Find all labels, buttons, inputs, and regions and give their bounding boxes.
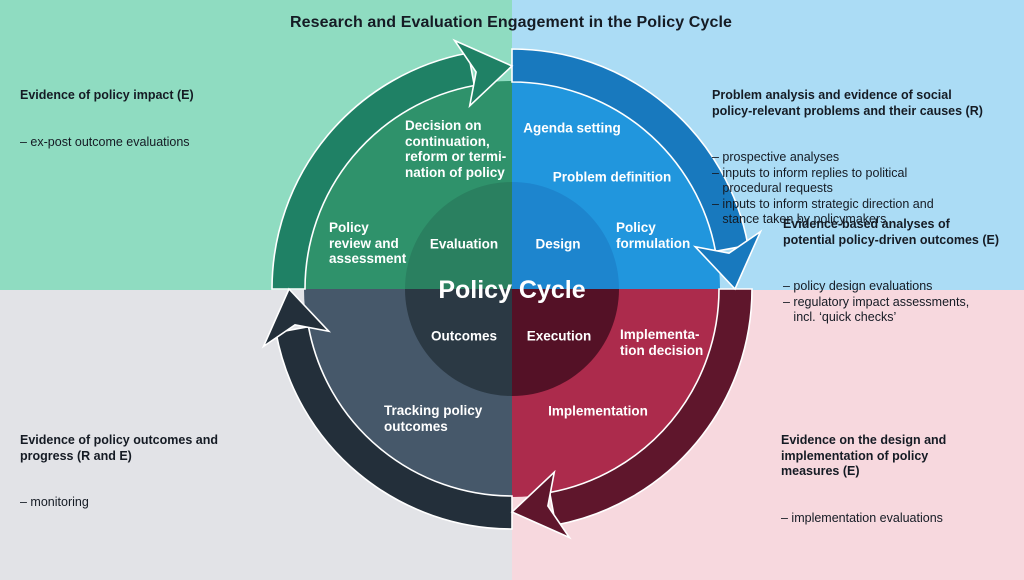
ring-label-policy-review: Policy review and assessment	[329, 220, 407, 266]
core-quadrant-design	[512, 182, 619, 289]
arrowhead-top-clockwise	[452, 38, 514, 109]
annotation-top-right-evidence: Evidence-based analyses of potential pol…	[783, 186, 999, 357]
annotation-top-right-problem-heading: Problem analysis and evidence of social …	[712, 88, 983, 118]
annotation-bottom-right-body: – implementation evaluations	[781, 510, 943, 525]
ring-label-agenda-setting: Agenda setting	[523, 120, 621, 136]
core-label-execution: Execution	[526, 328, 592, 344]
annotation-top-left-heading: Evidence of policy impact (E)	[20, 88, 194, 102]
annotation-top-right-evidence-heading: Evidence-based analyses of potential pol…	[783, 217, 999, 247]
ring-label-implementation: Implementation	[548, 403, 648, 419]
arrowhead-left-clockwise	[261, 287, 332, 349]
ring-label-problem-definition: Problem definition	[552, 169, 672, 185]
annotation-bottom-left-body: – monitoring	[20, 495, 89, 509]
ring-label-decision: Decision on continuation, reform or term…	[405, 118, 507, 180]
core-quadrant-outcomes	[405, 289, 512, 396]
diagram-title: Research and Evaluation Engagement in th…	[290, 14, 732, 31]
annotation-bottom-left-heading: Evidence of policy outcomes and progress…	[20, 433, 218, 463]
arrowhead-right-clockwise	[692, 229, 763, 291]
annotation-bottom-right-heading: Evidence on the design and implementatio…	[781, 433, 947, 478]
cycle-arrowheads	[261, 38, 763, 540]
annotation-bottom-left: Evidence of policy outcomes and progress…	[20, 402, 218, 542]
core-label-outcomes: Outcomes	[430, 328, 498, 344]
annotation-top-right-evidence-body: – policy design evaluations – regulatory…	[783, 279, 970, 324]
core-quadrant-execution	[512, 289, 619, 396]
core-quadrant-evaluation	[405, 182, 512, 289]
ring-label-implementation-decision: Implementa- tion decision	[620, 327, 704, 358]
core-label-design: Design	[535, 236, 581, 252]
core-label-policy-cycle: Policy Cycle	[438, 276, 586, 304]
ring-label-tracking: Tracking policy outcomes	[384, 403, 483, 434]
annotation-top-right-problem: Problem analysis and evidence of social …	[712, 57, 983, 259]
ring-label-policy-formulation: Policy formulation	[616, 220, 691, 251]
annotation-top-left: Evidence of policy impact (E) – ex-post …	[20, 57, 194, 181]
core-label-evaluation: Evaluation	[429, 236, 499, 252]
annotation-top-right-problem-body: – prospective analyses – inputs to infor…	[712, 150, 934, 226]
annotation-bottom-right: Evidence on the design and implementatio…	[781, 402, 946, 557]
arrowhead-bottom-clockwise	[510, 469, 572, 540]
core-circle	[405, 182, 619, 396]
annotation-top-left-body: – ex-post outcome evaluations	[20, 134, 190, 149]
cycle-arrow-bands	[271, 48, 753, 530]
